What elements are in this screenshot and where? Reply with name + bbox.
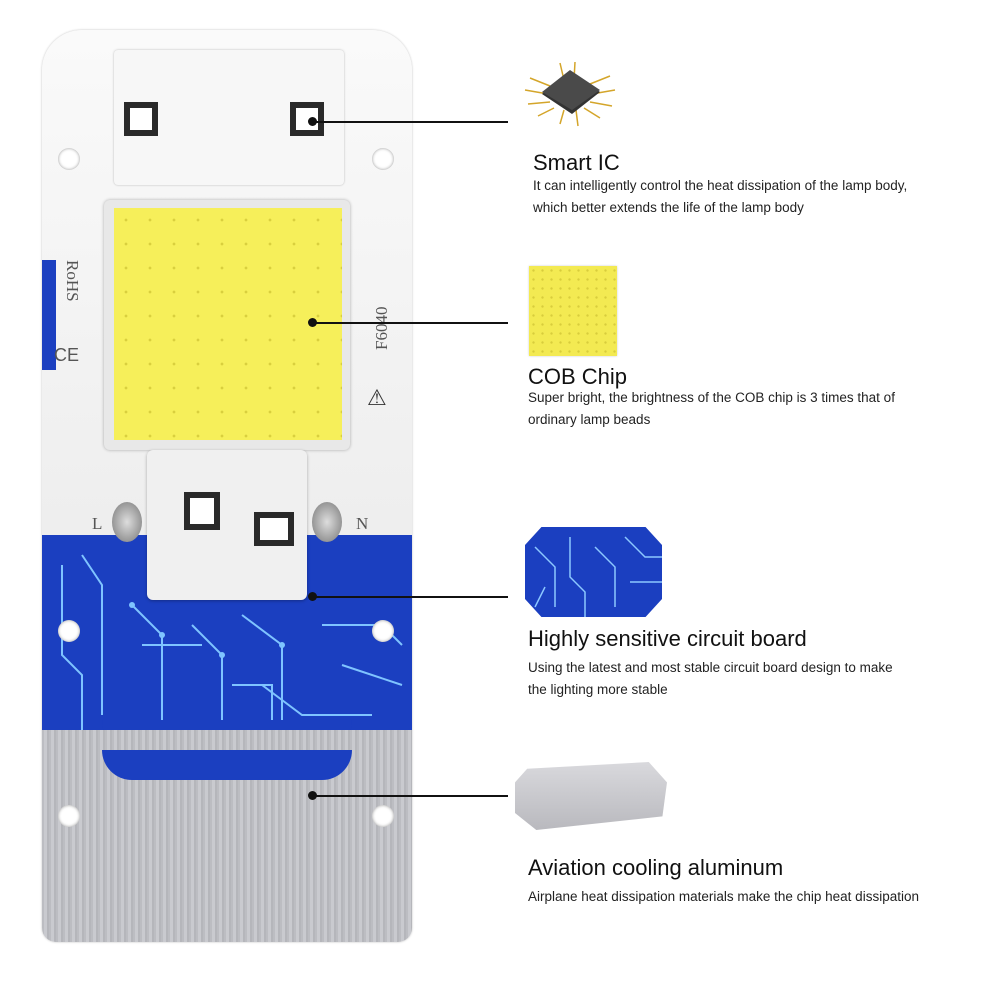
feature-title-circuit-board: Highly sensitive circuit board xyxy=(528,626,807,651)
board-edge xyxy=(42,260,56,370)
neutral-mark: N xyxy=(356,514,369,533)
cob-emitter xyxy=(114,208,342,440)
mount-hole xyxy=(58,805,80,827)
feature-title-aluminum: Aviation cooling aluminum xyxy=(528,855,784,880)
ce-mark: CE xyxy=(54,345,80,365)
description-line: It can intelligently control the heat di… xyxy=(533,178,908,193)
cob-chip xyxy=(104,200,350,450)
aluminum-plate-icon xyxy=(515,762,667,830)
callout-line-aluminum xyxy=(312,795,508,797)
mount-hole xyxy=(58,148,80,170)
mount-hole xyxy=(58,620,80,642)
callout-dot xyxy=(308,318,317,327)
callout-dot xyxy=(308,791,317,800)
high-voltage-warning-icon: ⚠ xyxy=(367,385,387,410)
feature-description-cob-chip: Super bright, the brightness of the COB … xyxy=(528,387,895,431)
ic-pad-right xyxy=(290,102,324,136)
callout-line-cob xyxy=(312,322,508,324)
feature-description-aluminum: Airplane heat dissipation materials make… xyxy=(528,886,919,908)
driver-pad-left xyxy=(184,492,220,530)
description-line: ordinary lamp beads xyxy=(528,412,651,427)
solder-point-live xyxy=(112,502,142,542)
ic-pad-left xyxy=(124,102,158,136)
feature-description-circuit-board: Using the latest and most stable circuit… xyxy=(528,657,893,701)
feature-title-cob-chip: COB Chip xyxy=(528,364,628,389)
solder-point-neutral xyxy=(312,502,342,542)
callout-dot xyxy=(308,592,317,601)
callout-line-circuit xyxy=(312,596,508,598)
description-line: Airplane heat dissipation materials make… xyxy=(528,889,919,904)
rohs-mark: RoHS xyxy=(63,260,82,302)
live-mark: L xyxy=(92,514,103,533)
circuit-board-edge xyxy=(102,750,352,780)
description-line: Super bright, the brightness of the COB … xyxy=(528,390,895,405)
led-cob-board: RoHS CE F6040 ⚠ L N xyxy=(42,30,412,942)
circuit-board-icon xyxy=(525,527,662,617)
mount-hole xyxy=(372,620,394,642)
ic-chip-icon xyxy=(524,61,616,127)
mount-hole xyxy=(372,805,394,827)
description-line: which better extends the life of the lam… xyxy=(533,200,804,215)
callout-dot xyxy=(308,117,317,126)
feature-description-smart-ic: It can intelligently control the heat di… xyxy=(533,175,907,219)
cob-chip-icon xyxy=(529,266,617,356)
model-number: F6040 xyxy=(372,306,391,350)
driver-pad-right xyxy=(254,512,294,546)
description-line: the lighting more stable xyxy=(528,682,668,697)
description-line: Using the latest and most stable circuit… xyxy=(528,660,893,675)
mount-hole xyxy=(372,148,394,170)
callout-line-smart-ic xyxy=(312,121,508,123)
feature-title-smart-ic: Smart IC xyxy=(533,150,620,175)
